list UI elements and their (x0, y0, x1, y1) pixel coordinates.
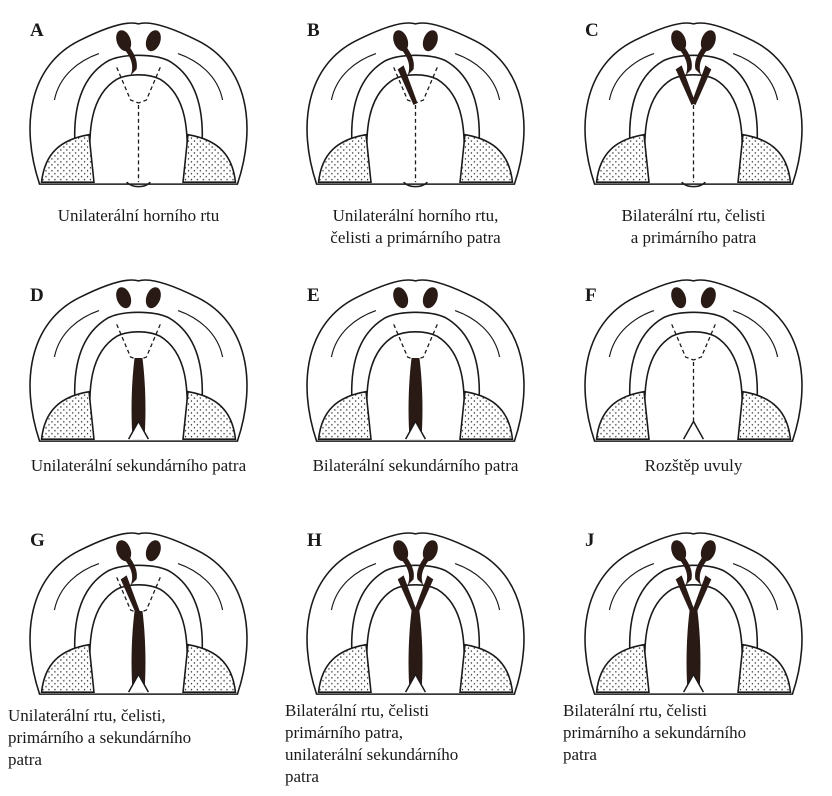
panel-caption: Unilaterální horního rtu (0, 205, 277, 227)
panel-letter: F (585, 285, 597, 307)
panel-letter: J (585, 530, 595, 552)
panel-caption: Bilaterální rtu, čelisti a primárního pa… (555, 205, 832, 249)
panel-caption: Bilaterální sekundárního patra (277, 455, 554, 477)
panel-caption: Unilaterální sekundárního patra (0, 455, 277, 477)
panel-caption: Unilaterální horního rtu, čelisti a prim… (277, 205, 554, 249)
panel-caption: Rozštěp uvuly (555, 455, 832, 477)
panel-caption: Unilaterální rtu, čelisti, primárního a … (0, 705, 277, 771)
panel-letter: G (30, 530, 45, 552)
panel-letter: D (30, 285, 44, 307)
panel-a: A Unilaterální horního rtu (0, 0, 277, 265)
palate-outline (30, 23, 247, 184)
panel-caption: Bilaterální rtu, čelisti primárního patr… (277, 700, 554, 788)
panel-j: J Bilaterální rtu, čelisti primárního a s… (555, 510, 832, 775)
panel-letter: H (307, 530, 322, 552)
panel-caption: Bilaterální rtu, čelisti primárního a se… (555, 700, 832, 766)
panel-e: E Bilaterální sekundárního patra (277, 265, 554, 530)
panel-b: B Unilaterální horního rtu, čelisti a pri… (277, 0, 554, 265)
panel-letter: A (30, 20, 44, 42)
panel-letter: E (307, 285, 320, 307)
panel-letter: C (585, 20, 599, 42)
panel-f: F Rozštěp uvuly (555, 265, 832, 530)
panel-g: G Unilaterální rtu, čelisti, primárního a… (0, 510, 277, 775)
palate-outline (585, 280, 802, 441)
palate-drawing (555, 515, 832, 715)
panel-c: C Bilaterální rtu, čelisti a primárního p… (555, 0, 832, 265)
panel-letter: B (307, 20, 320, 42)
panel-d: D Unilaterální sekundárního patra (0, 265, 277, 530)
